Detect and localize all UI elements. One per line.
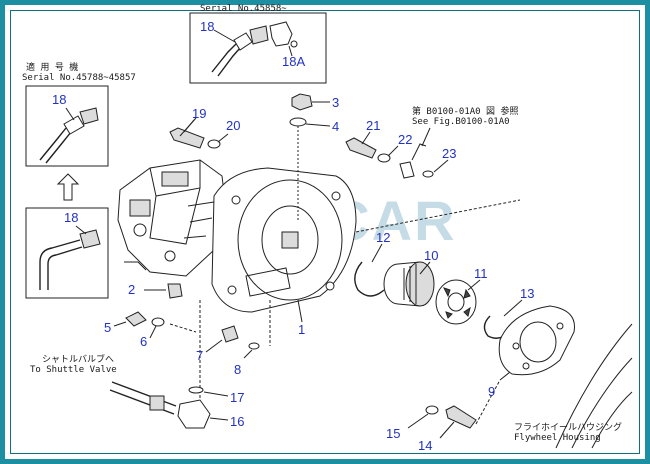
coupling-part-10 [383, 261, 435, 307]
callout-18-left-b: 18 [64, 210, 78, 225]
callout-5: 5 [104, 320, 111, 335]
inset-top: Serial No.45858~ 18 18A [189, 4, 327, 84]
inset-left-upper: 適 用 号 機 Serial No.45788~45857 18 [22, 61, 136, 167]
inner-frame [10, 10, 640, 454]
arrow-up [56, 173, 80, 201]
callout-7: 7 [196, 348, 203, 363]
bolt-part-19 [169, 119, 229, 149]
callout-9: 9 [488, 384, 495, 399]
snap-ring-part-12 [354, 243, 385, 297]
plug-part-3 [289, 93, 331, 220]
callout-23: 23 [442, 146, 456, 161]
coupling-hub-part-9 [498, 305, 575, 381]
callout-6: 6 [140, 334, 147, 349]
callout-16: 16 [230, 414, 244, 429]
see-fig-en-note: See Fig.B0100-01A0 [412, 117, 510, 127]
coupling-part-11 [435, 279, 481, 325]
callout-12: 12 [376, 230, 390, 245]
callout-numbers: 1 2 3 4 5 6 7 8 9 10 11 12 13 14 15 16 1… [104, 95, 534, 453]
callout-8: 8 [234, 362, 241, 377]
bolt-part-14 [407, 379, 501, 439]
callout-14: 14 [418, 438, 432, 453]
callout-1: 1 [298, 322, 305, 337]
applicable-jp-note: 適 用 号 機 [26, 61, 78, 73]
callout-10: 10 [424, 248, 438, 263]
serial-left-note: Serial No.45788~45857 [22, 73, 136, 83]
callout-4: 4 [332, 119, 339, 134]
callout-13: 13 [520, 286, 534, 301]
fittings-left [113, 283, 260, 359]
serial-top-note: Serial No.45858~ [200, 4, 287, 14]
inset-left-lower: 18 [25, 207, 109, 299]
callout-19: 19 [192, 106, 206, 121]
callout-20: 20 [226, 118, 240, 133]
shuttle-hose-part-16: シャトルバルブへ To Shuttle Valve [30, 353, 229, 429]
see-fig-jp-note: 第 B0100-01A0 図 参照 [412, 105, 518, 117]
shuttle-en-note: To Shuttle Valve [30, 365, 117, 375]
assembly-guides [169, 199, 521, 430]
flywheel-housing: フライホイールハウジング Flywheel Housing [514, 323, 633, 449]
leader-lines [179, 117, 303, 323]
callout-18-top: 18 [200, 19, 214, 34]
callout-11: 11 [474, 266, 488, 281]
callout-15: 15 [386, 426, 400, 441]
callout-18a: 18A [282, 54, 305, 69]
callout-2: 2 [128, 282, 135, 297]
pump-body [117, 159, 227, 277]
flywheel-jp-note: フライホイールハウジング [514, 421, 622, 433]
callout-22: 22 [398, 132, 412, 147]
callout-21: 21 [366, 118, 380, 133]
bolt-part-21: 第 B0100-01A0 図 参照 See Fig.B0100-01A0 [345, 105, 518, 179]
callout-17: 17 [230, 390, 244, 405]
callout-18-left-a: 18 [52, 92, 66, 107]
pump-flange [211, 167, 357, 313]
callout-3: 3 [332, 95, 339, 110]
flywheel-en-note: Flywheel Housing [514, 433, 601, 443]
shuttle-jp-note: シャトルバルブへ [42, 353, 114, 365]
